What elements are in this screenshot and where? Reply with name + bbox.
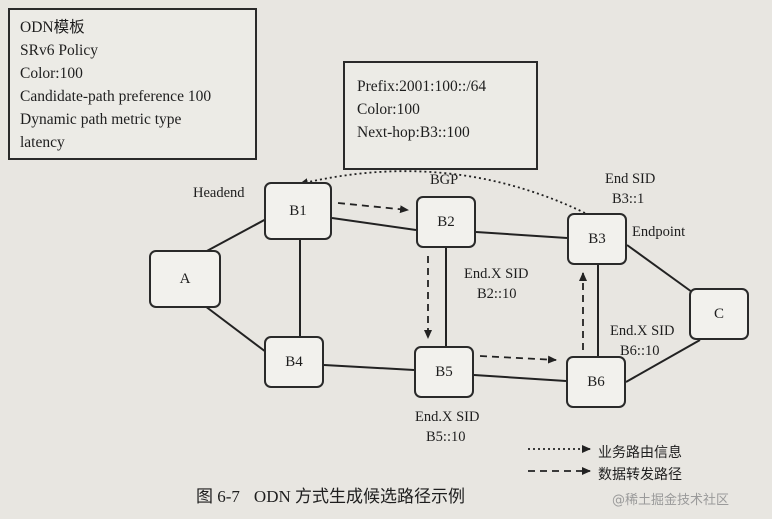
endpoint-label: Endpoint <box>632 224 686 240</box>
odn-template-box: ODN模板 SRv6 Policy Color:100 Candidate-pa… <box>8 8 257 160</box>
figure-number: 图 6-7 <box>196 487 240 506</box>
odn-line: latency <box>20 134 65 151</box>
forward-b5-b6 <box>479 355 557 364</box>
prefix-line: Color:100 <box>357 101 420 118</box>
b6-sid-value: B6::10 <box>620 343 660 359</box>
legend-service-route: 业务路由信息 <box>598 445 682 461</box>
link-b2-b3 <box>475 231 568 239</box>
link-a-b4 <box>204 305 267 353</box>
node-b1: B1 <box>264 182 332 240</box>
bgp-prefix-box: Prefix:2001:100::/64 Color:100 Next-hop:… <box>343 61 538 170</box>
b3-end-sid-label: End SID <box>605 171 656 187</box>
b3-sid-value: B3::1 <box>612 191 645 207</box>
link-b5-b6 <box>473 374 567 382</box>
bgp-label: BGP <box>430 172 459 188</box>
link-b6-c <box>625 339 701 383</box>
link-b1-b2 <box>331 217 417 231</box>
b6-endx-sid-label: End.X SID <box>610 323 675 339</box>
b2-endx-sid-label: End.X SID <box>464 266 529 282</box>
forward-b1-b2 <box>337 202 409 214</box>
bgp-route-arrow <box>299 170 586 214</box>
figure-title: ODN 方式生成候选路径示例 <box>253 487 466 506</box>
b2-sid-value: B2::10 <box>477 286 517 302</box>
prefix-line: Next-hop:B3::100 <box>357 124 470 141</box>
odn-line: ODN模板 <box>20 19 85 36</box>
legend-data-forwarding: 数据转发路径 <box>598 467 682 483</box>
b5-sid-value: B5::10 <box>426 429 466 445</box>
b5-endx-sid-label: End.X SID <box>415 409 480 425</box>
prefix-line: Prefix:2001:100::/64 <box>357 78 487 95</box>
link-b3-c <box>626 244 693 293</box>
node-b5: B5 <box>414 346 474 398</box>
node-b6: B6 <box>566 356 626 408</box>
node-b3: B3 <box>567 213 627 265</box>
figure-caption: 图 6-7 ODN 方式生成候选路径示例 <box>196 482 465 507</box>
node-a: A <box>149 250 221 308</box>
odn-line: Dynamic path metric type <box>20 111 182 128</box>
node-c: C <box>689 288 749 340</box>
headend-label: Headend <box>193 185 245 201</box>
node-b2: B2 <box>416 196 476 248</box>
odn-line: Color:100 <box>20 65 83 82</box>
odn-line: SRv6 Policy <box>20 42 98 59</box>
node-b4: B4 <box>264 336 324 388</box>
link-b4-b5 <box>323 364 415 371</box>
link-a-b1 <box>204 217 269 253</box>
odn-line: Candidate-path preference 100 <box>20 88 212 105</box>
watermark: @稀土掘金技术社区 <box>612 493 730 508</box>
